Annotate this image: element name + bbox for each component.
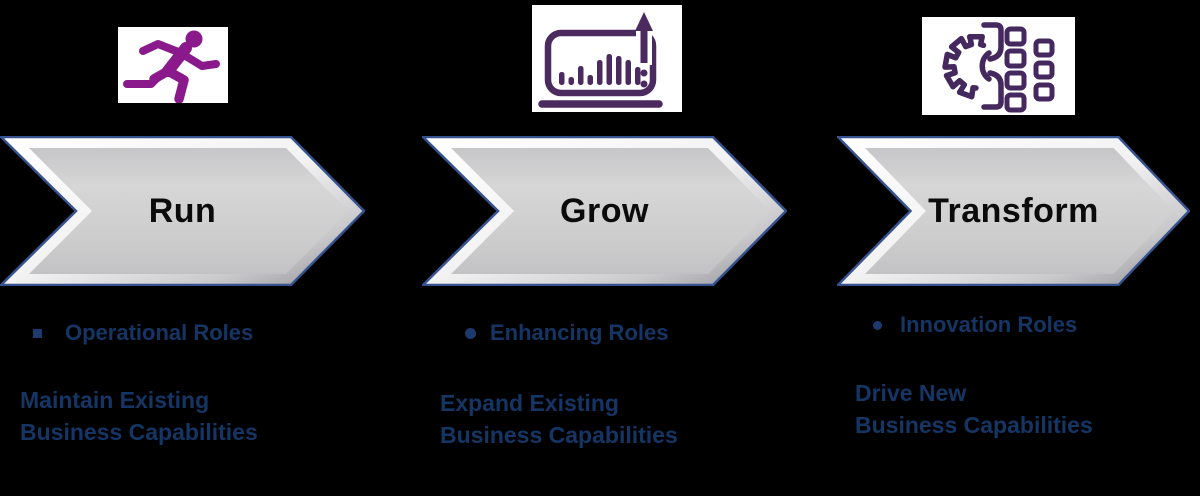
grow-label: Grow <box>560 192 649 230</box>
transform-description-line1: Drive New <box>855 380 967 406</box>
transform-label: Transform <box>928 192 1099 230</box>
transform-description: Drive New Business Capabilities <box>855 377 1093 441</box>
transform-bullet-item: Innovation Roles <box>855 312 1077 338</box>
run-description-line2: Business Capabilities <box>20 419 258 445</box>
runner-icon <box>123 30 220 103</box>
run-description-line1: Maintain Existing <box>20 387 210 413</box>
grow-description: Expand Existing Business Capabilities <box>440 387 678 451</box>
run-description: Maintain Existing Business Capabilities <box>20 384 258 448</box>
run-chevron-shape <box>0 136 365 286</box>
grow-bullet-item: Enhancing Roles <box>440 320 668 346</box>
grow-chevron-shape <box>422 136 787 286</box>
digital-transformation-icon-box <box>922 17 1075 115</box>
runner-icon-box <box>118 27 228 103</box>
grow-bullet-text: Enhancing Roles <box>490 320 669 345</box>
run-label: Run <box>148 192 217 230</box>
round-bullet-icon <box>465 327 476 339</box>
growth-chart-icon <box>538 11 663 108</box>
round-bullet-icon <box>873 320 882 330</box>
transform-bullet-text: Innovation Roles <box>900 312 1078 337</box>
square-bullet-icon <box>33 328 42 338</box>
growth-chart-icon-box <box>532 5 682 112</box>
run-bullet-item: Operational Roles <box>20 320 253 346</box>
digital-transformation-gear-icon <box>942 22 1055 113</box>
grow-description-line2: Business Capabilities <box>440 422 678 448</box>
transform-description-line2: Business Capabilities <box>855 412 1093 438</box>
transform-chevron-shape <box>837 136 1190 286</box>
run-bullet-text: Operational Roles <box>65 320 254 345</box>
grow-description-line1: Expand Existing <box>440 390 619 416</box>
